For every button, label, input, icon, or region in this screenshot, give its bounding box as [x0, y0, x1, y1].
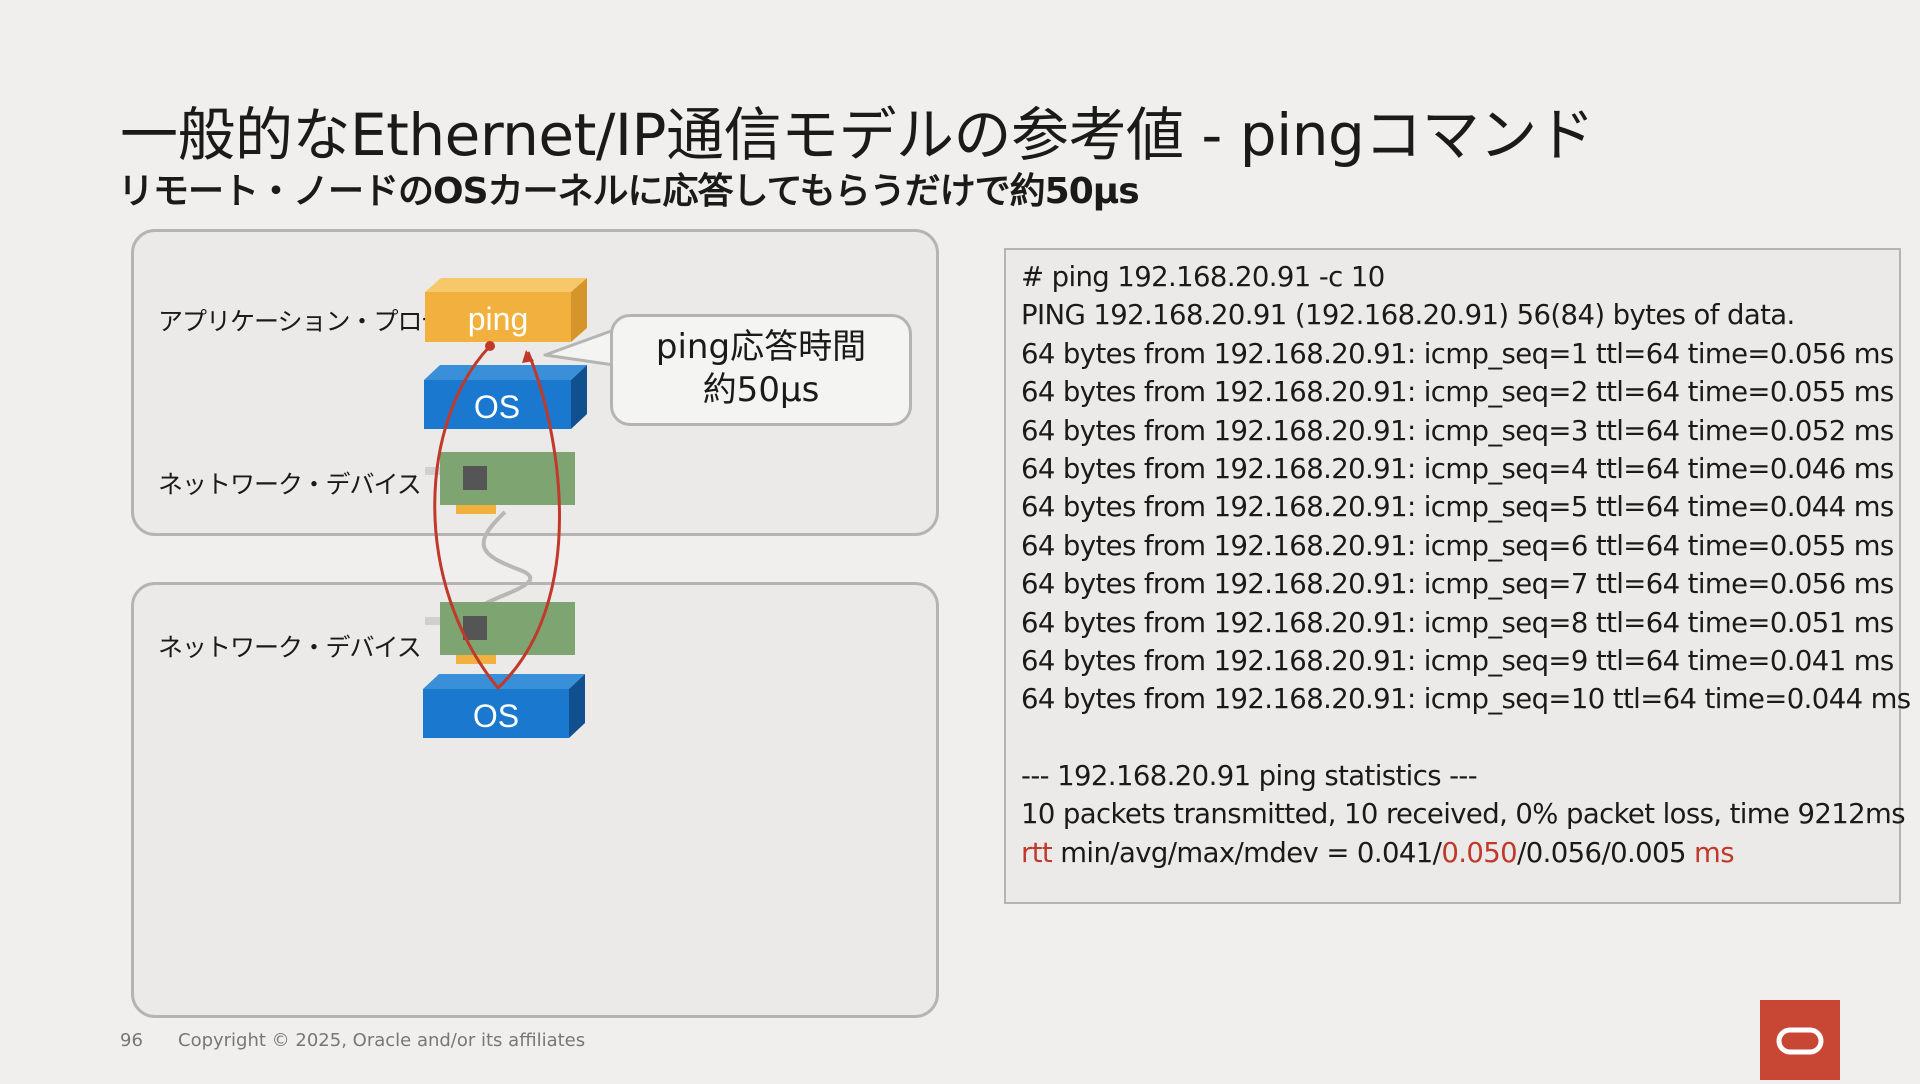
callout-line-2: 約50μs: [702, 370, 820, 410]
oracle-logo: [1760, 1000, 1840, 1080]
terminal-reply: 64 bytes from 192.168.20.91: icmp_seq=5 …: [1021, 491, 1894, 524]
ping-terminal-output: # ping 192.168.20.91 -c 10 PING 192.168.…: [1004, 248, 1911, 904]
network-device-label-remote: ネットワーク・デバイス: [158, 633, 422, 662]
network-cable: [477, 510, 533, 614]
rtt-prefix: rtt: [1021, 836, 1053, 869]
ping-block: ping: [425, 278, 587, 342]
latency-callout-text: ping応答時間 約50μs: [610, 326, 912, 412]
slide-subtitle: リモート・ノードのOSカーネルに応答してもらうだけで約50μs: [118, 171, 1140, 212]
page-number: 96: [120, 1030, 143, 1051]
network-device-label-local: ネットワーク・デバイス: [158, 470, 422, 499]
nic-card-local: [425, 452, 575, 514]
terminal-reply: 64 bytes from 192.168.20.91: icmp_seq=7 …: [1021, 568, 1894, 601]
terminal-stats-packets: 10 packets transmitted, 10 received, 0% …: [1021, 798, 1906, 831]
slide-title: 一般的なEthernet/IP通信モデルの参考値 - pingコマンド: [120, 101, 1595, 169]
terminal-reply: 64 bytes from 192.168.20.91: icmp_seq=10…: [1021, 683, 1911, 716]
terminal-reply: 64 bytes from 192.168.20.91: icmp_seq=9 …: [1021, 644, 1894, 677]
rtt-rest: /0.056/0.005: [1517, 836, 1694, 869]
rtt-unit: ms: [1694, 836, 1735, 869]
terminal-reply: 64 bytes from 192.168.20.91: icmp_seq=6 …: [1021, 529, 1894, 562]
path-start-dot: [485, 341, 495, 351]
terminal-stats-header: --- 192.168.20.91 ping statistics ---: [1021, 760, 1478, 793]
application-process-label: アプリケーション・プロセス: [158, 307, 471, 336]
ping-block-label: ping: [468, 301, 529, 337]
os-block-local-label: OS: [474, 389, 520, 425]
terminal-blank-line: [1021, 719, 1899, 757]
rtt-avg-value: 0.050: [1441, 836, 1518, 869]
os-block-remote-label: OS: [473, 698, 519, 734]
terminal-reply: 64 bytes from 192.168.20.91: icmp_seq=1 …: [1021, 337, 1894, 370]
terminal-reply: 64 bytes from 192.168.20.91: icmp_seq=4 …: [1021, 452, 1894, 485]
nic-card-remote: [425, 602, 575, 664]
terminal-reply: 64 bytes from 192.168.20.91: icmp_seq=3 …: [1021, 414, 1894, 447]
rtt-label: min/avg/max/mdev = 0.041/: [1052, 836, 1442, 869]
terminal-command: # ping 192.168.20.91 -c 10: [1021, 261, 1385, 293]
terminal-rtt-line: rtt min/avg/max/mdev = 0.041/0.050/0.056…: [1021, 834, 1899, 872]
ping-round-trip-path: [433, 341, 561, 691]
path-arrowhead: [522, 350, 534, 363]
copyright-text: Copyright © 2025, Oracle and/or its affi…: [178, 1030, 586, 1051]
terminal-header: PING 192.168.20.91 (192.168.20.91) 56(84…: [1021, 299, 1795, 332]
callout-line-1: ping応答時間: [655, 327, 867, 367]
oracle-logo-icon: [1776, 1027, 1824, 1055]
latency-callout: [610, 314, 912, 426]
terminal-reply: 64 bytes from 192.168.20.91: icmp_seq=8 …: [1021, 606, 1894, 639]
terminal-reply: 64 bytes from 192.168.20.91: icmp_seq=2 …: [1021, 376, 1894, 409]
